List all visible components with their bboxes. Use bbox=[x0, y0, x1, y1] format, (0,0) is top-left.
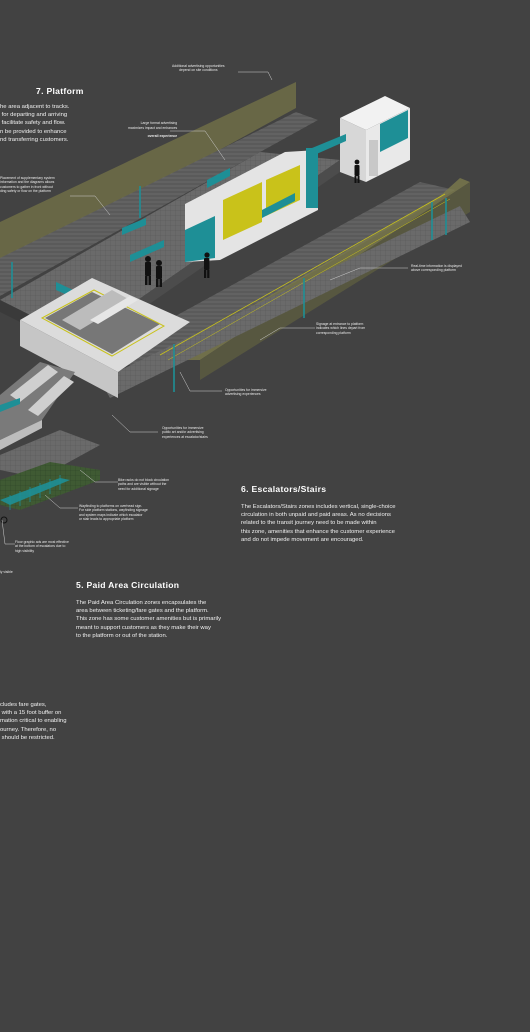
annotation-large-format-emphasis: overall experience bbox=[147, 134, 178, 139]
escalator-enclosure bbox=[20, 278, 190, 398]
annotation-realtime: Real-time information is displayed above… bbox=[411, 264, 462, 273]
leader-lines bbox=[1, 71, 408, 545]
annotation-floor-graphic: Floor graphic ads are most effective at … bbox=[15, 540, 69, 553]
annotation-bike-racks: Bike racks do not block circulation path… bbox=[118, 478, 170, 491]
annotation-public-art: Opportunities for immersive public art a… bbox=[162, 426, 208, 439]
people bbox=[0, 159, 360, 524]
platform-signs bbox=[56, 134, 346, 305]
annotation-additional-ads: Additional advertising opportunities dep… bbox=[172, 64, 225, 73]
escalators-lower bbox=[0, 362, 75, 450]
annotation-signage-entrance: Signage at entrance to platform indicate… bbox=[316, 322, 366, 335]
annotation-fragment: ly visible bbox=[0, 570, 13, 574]
annotation-large-format-text: Large format advertising maximizes impac… bbox=[128, 121, 178, 130]
annotation-wayfinding: Wayfinding to platforms on overhead sign… bbox=[79, 504, 148, 521]
platform-edge-lines bbox=[159, 193, 451, 361]
fare-gates bbox=[9, 475, 61, 510]
fare-gates-body: cludes fare gates, with a 15 foot buffer… bbox=[0, 702, 67, 741]
paid-area-title: 5. Paid Area Circulation bbox=[76, 580, 180, 590]
platform-title: 7. Platform bbox=[36, 86, 84, 96]
paid-area-body: The Paid Area Circulation zones encapsul… bbox=[76, 600, 222, 639]
platform-body: he area adjacent to tracks. for departin… bbox=[0, 104, 70, 143]
track-near bbox=[100, 178, 470, 398]
track-far bbox=[0, 112, 318, 296]
annotation-supplementary: Placement of supplementary system inform… bbox=[0, 176, 55, 193]
ad-wall bbox=[185, 148, 318, 262]
escalators-title: 6. Escalators/Stairs bbox=[241, 484, 327, 494]
annotation-large-format: Large format advertising maximizes impac… bbox=[128, 117, 177, 138]
annotation-immersive-ads: Opportunities for immersive advertising … bbox=[225, 388, 267, 397]
escalators-body: The Escalators/Stairs zones includes ver… bbox=[241, 504, 396, 543]
pillars bbox=[11, 186, 447, 392]
elevator bbox=[340, 96, 410, 182]
